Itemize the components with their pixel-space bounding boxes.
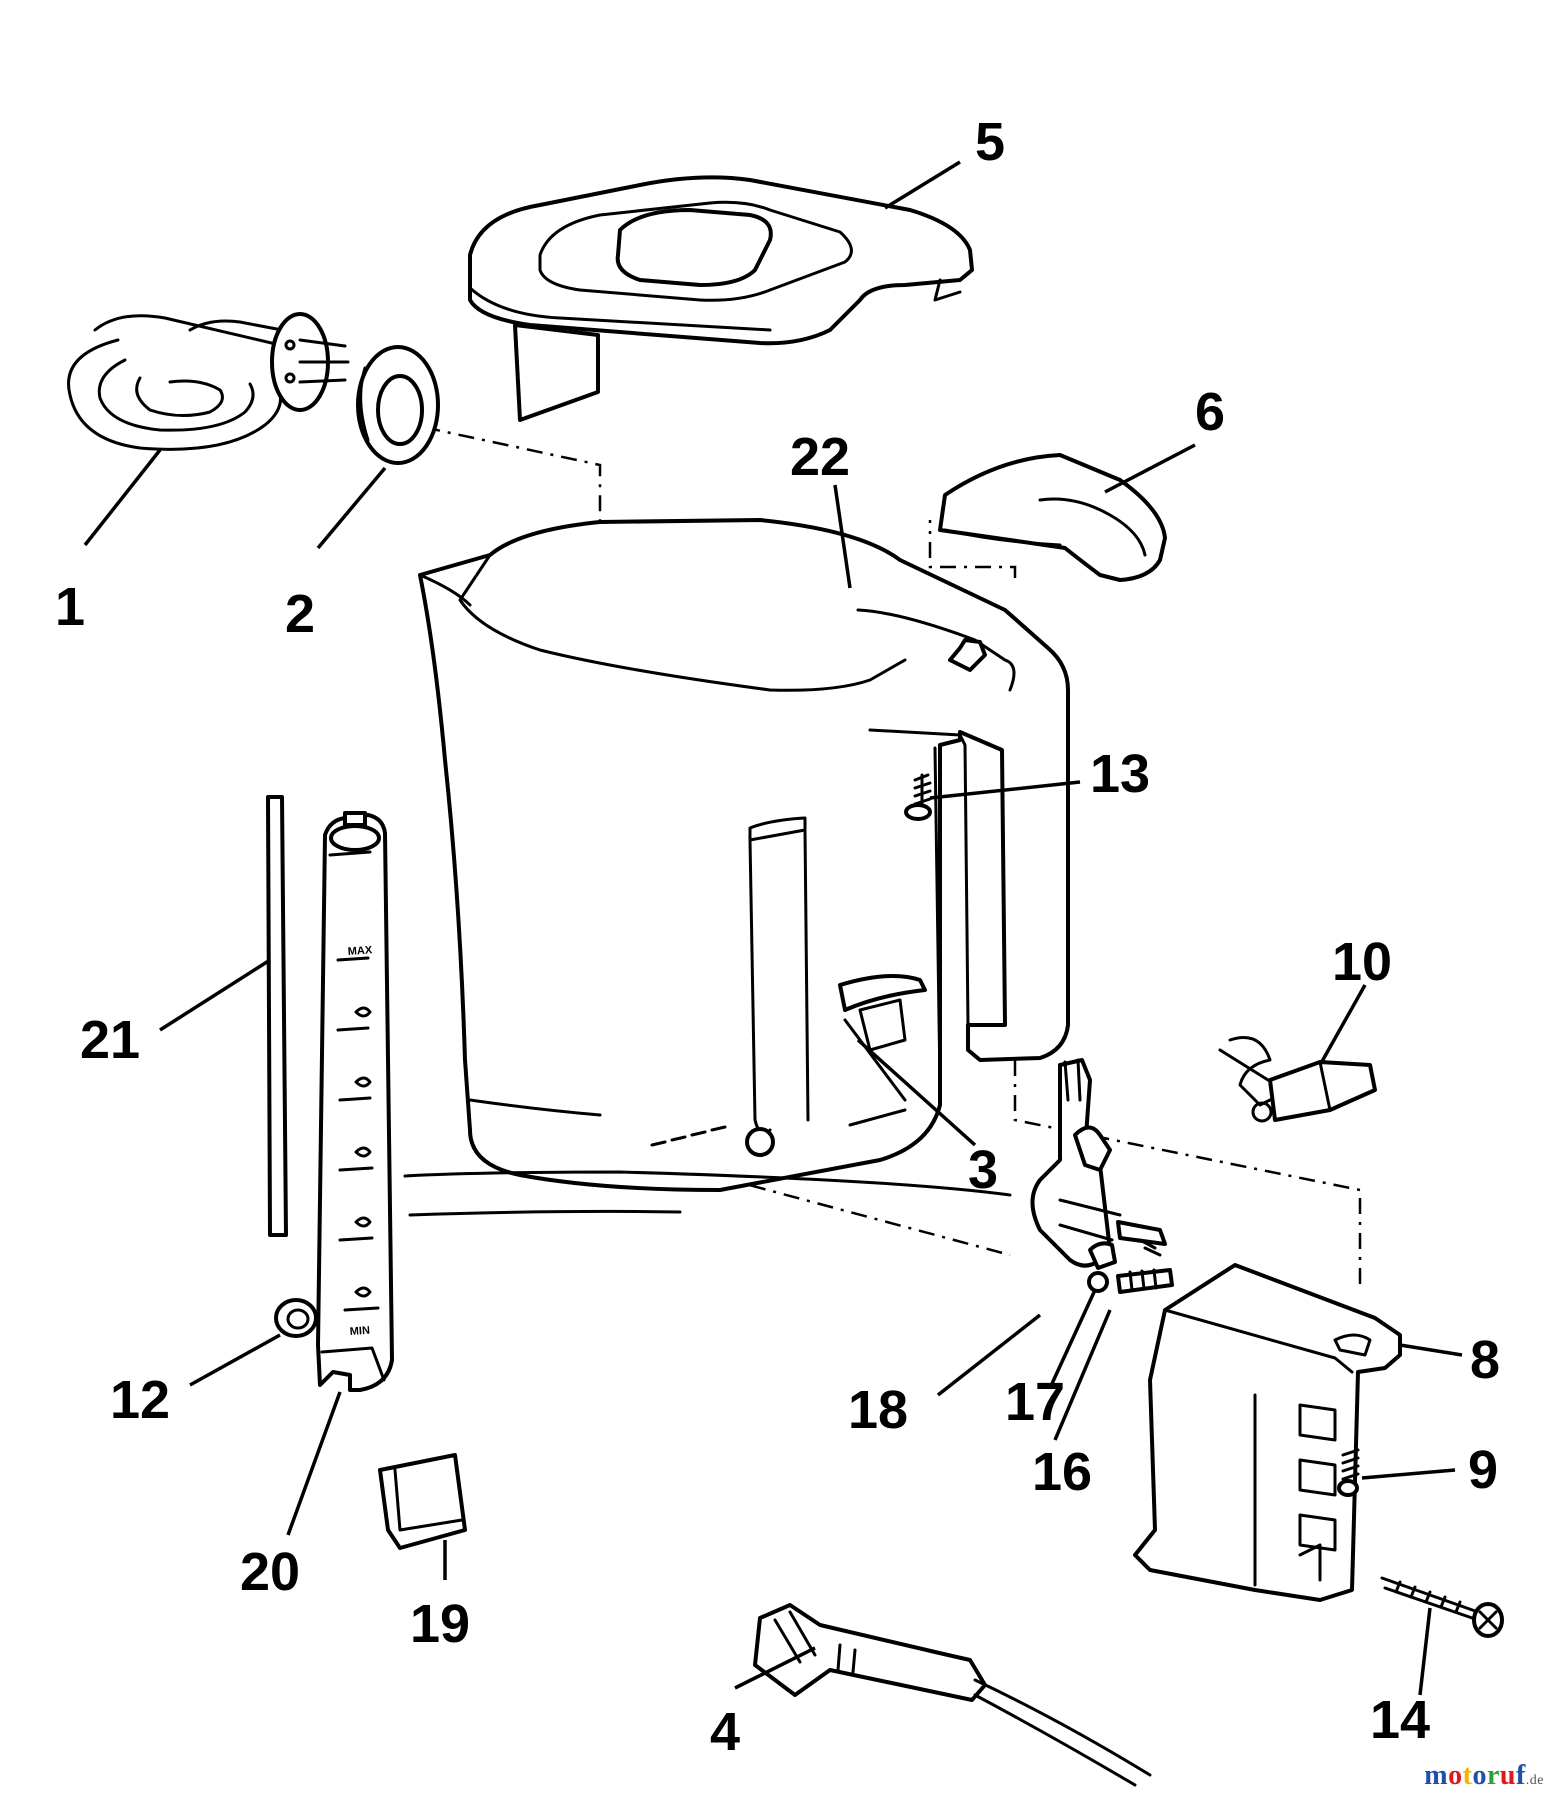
wm-letter-o2: o	[1472, 1760, 1487, 1791]
callout-19: 19	[410, 1594, 470, 1654]
part-long-screw	[1380, 1576, 1504, 1638]
part-heating-element	[67, 312, 350, 451]
wm-letter-t: t	[1462, 1760, 1473, 1791]
wm-letter-o1: o	[1448, 1760, 1463, 1791]
wm-letter-u: u	[1499, 1760, 1516, 1791]
wm-letter-r: r	[1486, 1760, 1500, 1791]
part-handle-cap	[938, 453, 1167, 582]
part-o-ring	[274, 1298, 318, 1338]
callout-12: 12	[110, 1370, 170, 1430]
callout-10: 10	[1332, 932, 1392, 992]
gauge-max-label: MAX	[347, 944, 373, 958]
part-clip	[378, 1453, 467, 1550]
wm-letter-f: f	[1515, 1760, 1526, 1791]
callouts: 1 2 3 4 5 6 8 9 10 12 13 14 16 17 18 19 …	[55, 112, 1500, 1762]
part-kettle-body	[418, 518, 1070, 1192]
part-screw-9	[1337, 1448, 1360, 1497]
callout-5: 5	[975, 112, 1005, 172]
callout-20: 20	[240, 1542, 300, 1602]
callout-8: 8	[1470, 1330, 1500, 1390]
part-switch-mechanism	[1030, 1058, 1174, 1294]
watermark-logo: motoruf.de	[1424, 1760, 1544, 1792]
part-water-gauge: MAX MIN	[316, 811, 394, 1392]
callout-4: 4	[710, 1702, 740, 1762]
callout-13: 13	[1090, 744, 1150, 804]
callout-9: 9	[1468, 1440, 1498, 1500]
callout-1: 1	[55, 577, 85, 637]
callout-21: 21	[80, 1010, 140, 1070]
leader-lines	[83, 160, 1463, 1696]
callout-16: 16	[1032, 1442, 1092, 1502]
part-power-cord	[753, 1603, 1152, 1787]
part-screw-13	[904, 773, 932, 821]
part-switch-button	[1218, 1036, 1377, 1123]
callout-6: 6	[1195, 382, 1225, 442]
part-base-housing	[1133, 1263, 1402, 1602]
callout-14: 14	[1370, 1690, 1430, 1750]
callout-3: 3	[968, 1140, 998, 1200]
wm-suffix: .de	[1525, 1773, 1544, 1788]
callout-18: 18	[848, 1380, 908, 1440]
callout-22: 22	[790, 427, 850, 487]
callout-17: 17	[1005, 1372, 1065, 1432]
gauge-min-label: MIN	[349, 1325, 370, 1338]
part-seal	[356, 345, 440, 465]
callout-2: 2	[285, 584, 315, 644]
part-base-plate	[403, 1170, 1012, 1217]
assembly-lines	[389, 418, 1362, 1290]
part-lid	[468, 175, 974, 422]
wm-letter-m: m	[1424, 1760, 1449, 1791]
part-rod	[266, 795, 288, 1237]
